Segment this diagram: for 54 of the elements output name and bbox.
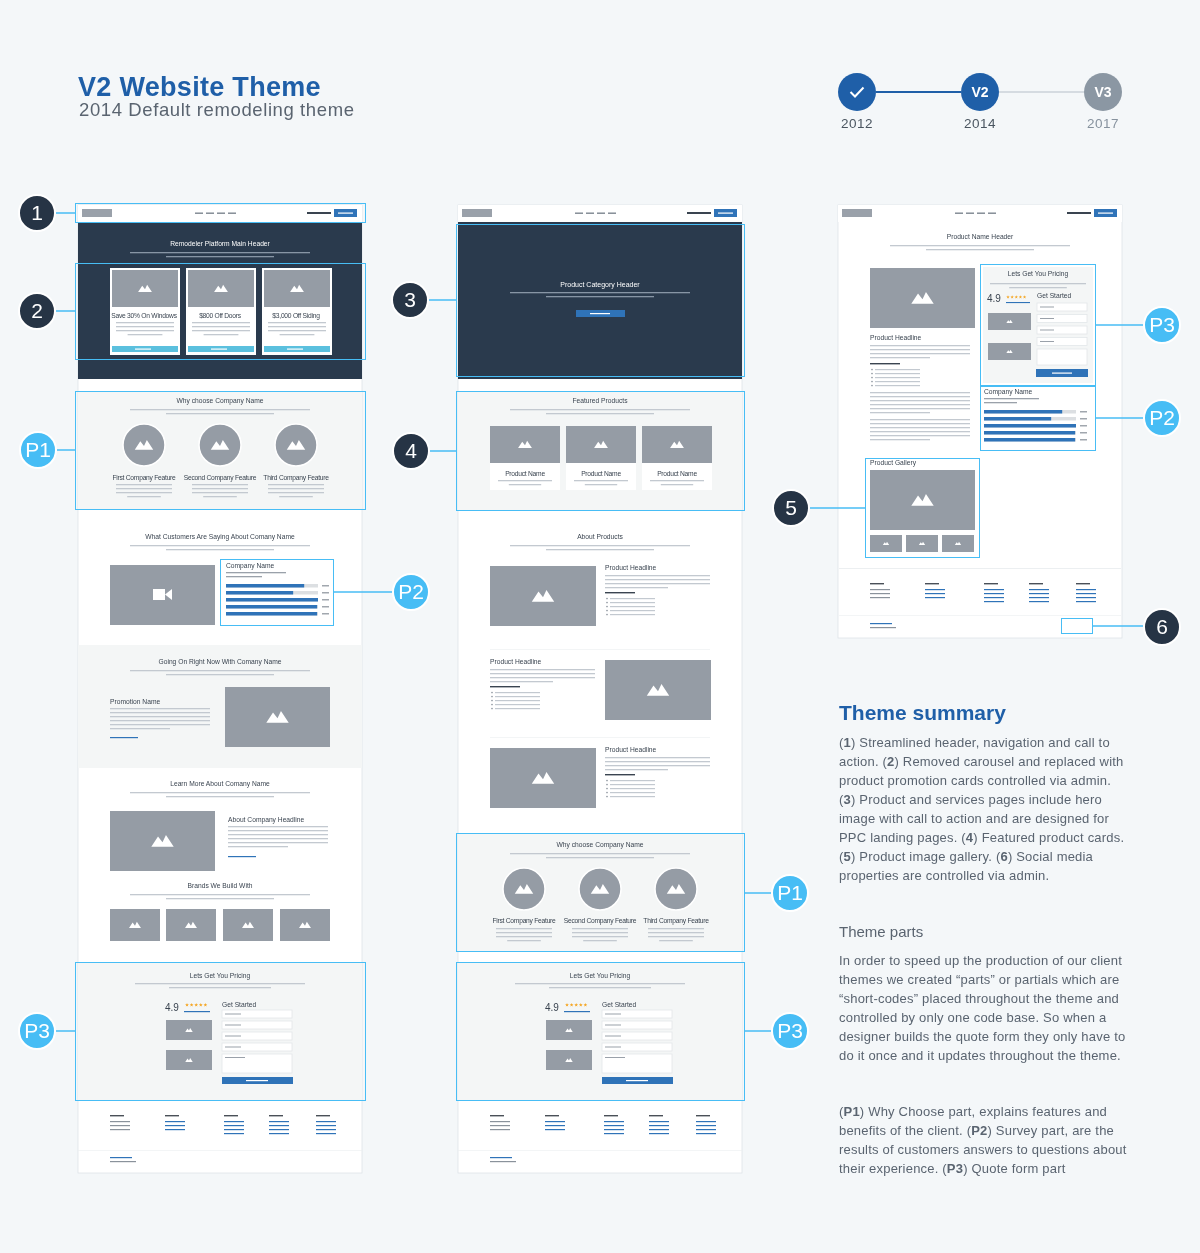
rating-score: 4.9 xyxy=(545,1002,559,1014)
leader-line xyxy=(744,892,772,894)
callout-number: 4 xyxy=(392,432,430,470)
highlight-frame xyxy=(75,203,366,223)
paragraph: (P1) Why Choose part, explains features and benefits of the client. (P2) Survey part, are the results of customers answers to questions about their experience. (P3) Quote form part xyxy=(839,1103,1128,1178)
year-label: 2014 xyxy=(962,116,997,131)
callout-number: 2 xyxy=(18,292,56,330)
section-heading: Theme summary xyxy=(839,700,1006,726)
rating-score: 4.9 xyxy=(165,1002,179,1014)
rating-score: 4.9 xyxy=(987,293,1001,305)
progress-line xyxy=(875,91,962,93)
paragraph: (1) Streamlined header, navigation and call to action. (2) Removed carousel and replaced with product promotion cards controlled via admin. (3) Product and services pages include hero image with call to action and are designed for PPC landing pages. (4) Featured product cards. (5) Product image gallery. (6) Social media properties are controlled via admin. xyxy=(839,734,1126,885)
highlight-frame xyxy=(75,962,366,1101)
year-label: 2012 xyxy=(839,116,874,131)
leader-line xyxy=(744,1030,772,1032)
callout-number: 3 xyxy=(391,281,429,319)
callout-number: P2 xyxy=(392,573,430,611)
leader-line xyxy=(1095,324,1144,326)
callout-number: P1 xyxy=(19,431,57,469)
paragraph: In order to speed up the production of our client themes we created “parts” or partials which are “short-codes” placed throughout the theme and controlled by only one code base. So when a designer builds the quote form they only have to do it once and it updates throughout the theme. xyxy=(839,952,1127,1065)
highlight-frame xyxy=(980,264,1096,386)
leader-line xyxy=(429,450,457,452)
leader-line xyxy=(1092,625,1144,627)
highlight-frame xyxy=(220,559,334,626)
leader-line xyxy=(428,299,457,301)
highlight-frame xyxy=(456,391,745,511)
version-step-circle xyxy=(838,73,876,111)
highlight-frame xyxy=(980,386,1096,451)
highlight-frame xyxy=(75,391,366,510)
leader-line xyxy=(1095,417,1144,419)
leader-line xyxy=(809,507,866,509)
callout-number: P2 xyxy=(1143,399,1181,437)
highlight-frame xyxy=(865,458,980,558)
callout-number: P3 xyxy=(1143,306,1181,344)
callout-number: P1 xyxy=(771,874,809,912)
callout-number: 5 xyxy=(772,489,810,527)
version-step-circle: V2 xyxy=(961,73,999,111)
highlight-frame xyxy=(75,263,366,360)
version-step-circle: V3 xyxy=(1084,73,1122,111)
highlight-frame xyxy=(1061,618,1093,634)
callout-number: P3 xyxy=(771,1012,809,1050)
leader-line xyxy=(55,1030,76,1032)
leader-line xyxy=(56,449,76,451)
callout-number: 6 xyxy=(1143,608,1181,646)
callout-number: 1 xyxy=(18,194,56,232)
leader-line xyxy=(55,212,76,214)
highlight-frame xyxy=(456,224,745,377)
year-label: 2017 xyxy=(1085,116,1120,131)
leader-line xyxy=(55,310,76,312)
leader-line xyxy=(333,591,393,593)
highlight-frame xyxy=(456,962,745,1101)
section-heading: Theme parts xyxy=(839,923,924,941)
highlight-frame xyxy=(456,833,745,952)
callout-number: P3 xyxy=(18,1012,56,1050)
